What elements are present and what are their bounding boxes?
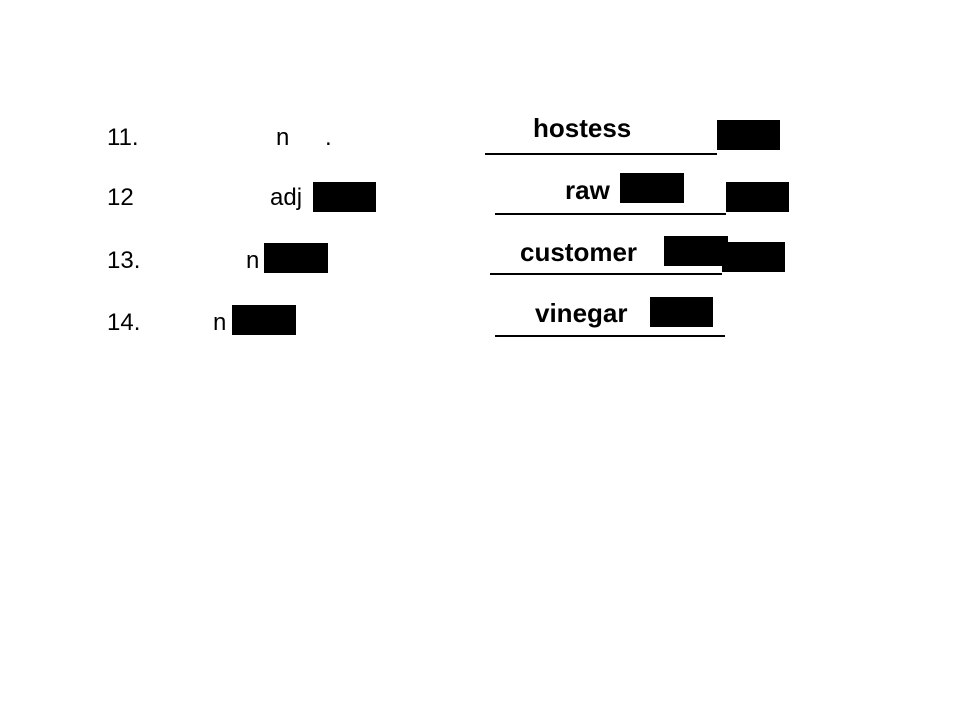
redaction-box	[313, 182, 376, 212]
answer-text: customer	[520, 237, 638, 267]
item-number: 11.	[107, 124, 139, 151]
item-number: 14.	[107, 309, 141, 336]
item-number: 13.	[107, 247, 141, 274]
part-of-speech: adj	[270, 184, 303, 211]
redaction-box	[620, 173, 684, 203]
redaction-box	[650, 297, 713, 327]
item-number: 12	[107, 184, 134, 211]
answer-text: vinegar	[535, 298, 628, 328]
answer-blank-line	[485, 153, 717, 155]
redaction-box	[722, 242, 785, 272]
redaction-box	[264, 243, 328, 273]
answer-text: hostess	[533, 113, 632, 143]
punctuation: .	[325, 124, 332, 151]
part-of-speech: n	[246, 247, 260, 274]
redaction-box	[664, 236, 728, 266]
part-of-speech: n	[213, 309, 227, 336]
redaction-box	[232, 305, 296, 335]
redaction-box	[717, 120, 780, 150]
part-of-speech: n	[276, 124, 290, 151]
answer-text: raw	[565, 175, 610, 205]
answer-blank-line	[495, 335, 725, 337]
answer-blank-line	[490, 273, 722, 275]
redaction-box	[726, 182, 789, 212]
answer-blank-line	[495, 213, 726, 215]
